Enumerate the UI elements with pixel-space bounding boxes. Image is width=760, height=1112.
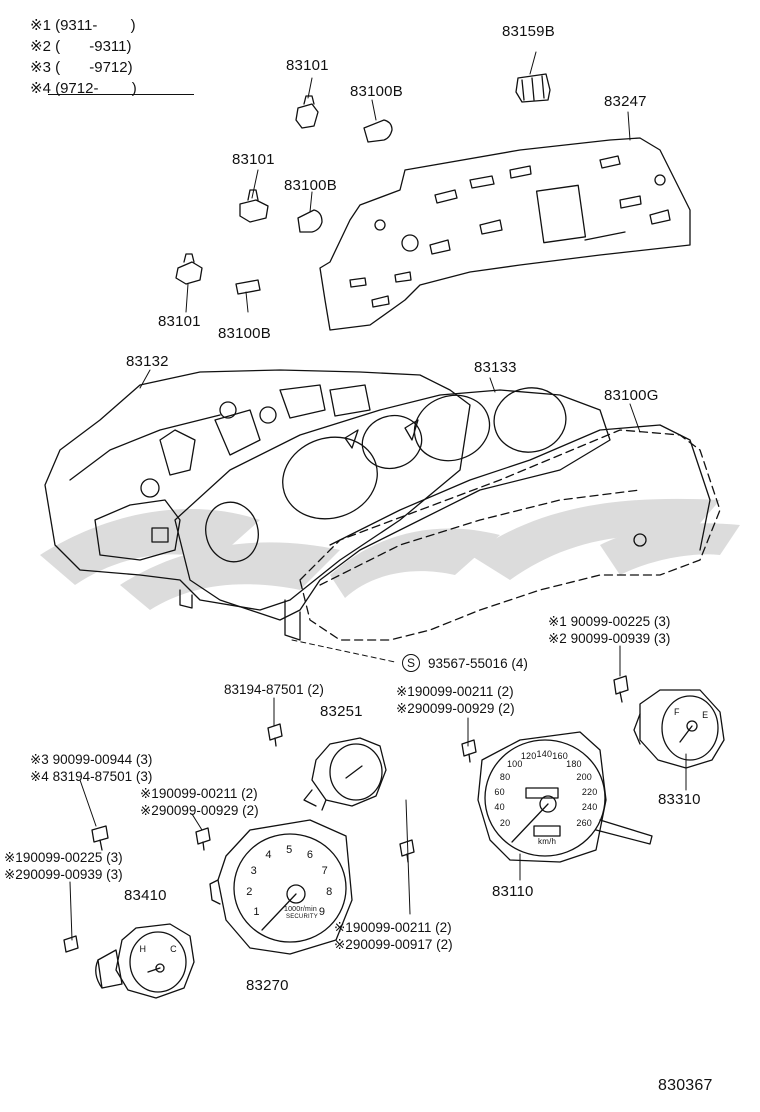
speedo-numeral: 260: [576, 817, 592, 828]
part-label-83247: 83247: [604, 93, 647, 110]
fastener-83110-2: ※290099-00929 (2): [396, 701, 515, 716]
clip-83159b: [515, 73, 551, 103]
speedo-numeral: 220: [581, 786, 598, 797]
speedo-numeral: 140: [536, 748, 553, 759]
tacho-numeral: 9: [318, 906, 326, 919]
speedo-numeral: 40: [494, 802, 505, 813]
speedo-numeral: 160: [552, 751, 568, 762]
tacho-numeral: 3: [250, 865, 257, 878]
tachometer-83270: [209, 819, 353, 955]
part-label-83100b-c: 83100B: [218, 325, 271, 342]
fastener-83110b-1: ※190099-00211 (2): [334, 920, 452, 935]
tacho-numeral: 4: [265, 849, 272, 862]
fastener-83410-2: ※290099-00939 (3): [4, 867, 123, 882]
fastener-83310-1: ※1 90099-00225 (3): [548, 614, 671, 629]
tacho-numeral: 6: [306, 849, 314, 862]
speedo-numeral: 180: [566, 759, 582, 770]
part-label-83101-a: 83101: [286, 57, 329, 74]
speedo-numeral: 60: [494, 786, 505, 797]
legend-line-4: ※4 (9712- ): [30, 80, 137, 97]
tacho-numeral: 7: [321, 865, 328, 878]
fastener-83410-3: ※3 90099-00944 (3): [30, 752, 153, 767]
part-label-83310: 83310: [658, 791, 701, 808]
socket-83101-b: [239, 189, 269, 223]
speedo-unit: km/h: [538, 837, 557, 846]
fastener-83110-1: ※190099-00211 (2): [396, 684, 514, 699]
tacho-numeral: 2: [246, 886, 253, 899]
speedo-numeral: 240: [581, 802, 598, 813]
tacho-numeral: 8: [326, 886, 333, 899]
fuel-mark: F: [673, 707, 680, 718]
socket-83101-a: [295, 95, 319, 129]
meter-glass-83100g: [299, 429, 721, 641]
legend-line-3: ※3 ( -9712): [30, 59, 133, 76]
tacho-numeral: 5: [286, 843, 293, 856]
drawing-number: 830367: [658, 1077, 713, 1094]
speedometer-83110: [477, 731, 653, 863]
temp-mark: H: [139, 943, 147, 954]
fastener-83310-2: ※2 90099-00939 (3): [548, 631, 671, 646]
fastener-83194-87501: 83194-87501 (2): [224, 682, 324, 697]
gauge-83310: [633, 689, 725, 769]
socket-83101-c: [175, 253, 203, 285]
gauge-83410: [95, 923, 195, 999]
part-label-83100g: 83100G: [604, 387, 659, 404]
bulb-83100b-a: [363, 119, 393, 143]
speedo-numeral: 80: [499, 771, 511, 782]
part-label-83251: 83251: [320, 703, 363, 720]
bulb-83100b-c: [235, 279, 261, 295]
printed-circuit-83247: [319, 137, 691, 331]
fastener-83270-1: ※190099-00211 (2): [140, 786, 258, 801]
fuel-mark: E: [702, 709, 709, 720]
part-label-83410: 83410: [124, 887, 167, 904]
legend-rule: [48, 94, 194, 95]
leader-lines: [69, 51, 687, 941]
fastener-83410-1: ※190099-00225 (3): [4, 850, 123, 865]
fastener-83270-2: ※290099-00929 (2): [140, 803, 259, 818]
part-label-83110: 83110: [492, 883, 534, 900]
part-label-83100b-b: 83100B: [284, 177, 337, 194]
speedo-numeral: 120: [520, 751, 537, 762]
fastener-93567-55016: 93567-55016 (4): [428, 656, 528, 671]
temp-mark: C: [170, 943, 177, 954]
legend-line-2: ※2 ( -9311): [30, 38, 132, 55]
speedo-numeral: 100: [506, 759, 523, 770]
speedo-numeral: 200: [576, 771, 592, 782]
fastener-83410-4: ※4 83194-87501 (3): [30, 769, 153, 784]
part-label-83100b-a: 83100B: [350, 83, 403, 100]
screw-s-symbol: S: [402, 654, 420, 672]
watermark: [40, 498, 740, 610]
meter-plate-83133: [174, 387, 647, 621]
meter-case-83132: [44, 369, 471, 641]
screws: [63, 675, 629, 953]
part-label-83133: 83133: [474, 359, 517, 376]
bulb-83100b-b: [297, 209, 323, 233]
speedo-numeral: 20: [499, 817, 511, 828]
part-label-83101-c: 83101: [158, 313, 201, 330]
part-label-83270: 83270: [246, 977, 289, 994]
tacho-sub: SECURITY: [286, 914, 318, 920]
part-label-83101-b: 83101: [232, 151, 275, 168]
legend-line-1: ※1 (9311- ): [30, 17, 136, 34]
part-label-83132: 83132: [126, 353, 169, 370]
tacho-numeral: 1: [253, 906, 260, 919]
gauge-83251: [303, 737, 387, 811]
fastener-83110b-2: ※290099-00917 (2): [334, 937, 453, 952]
part-label-83159b: 83159B: [502, 23, 555, 40]
tacho-unit: 1000r/min: [284, 906, 317, 913]
